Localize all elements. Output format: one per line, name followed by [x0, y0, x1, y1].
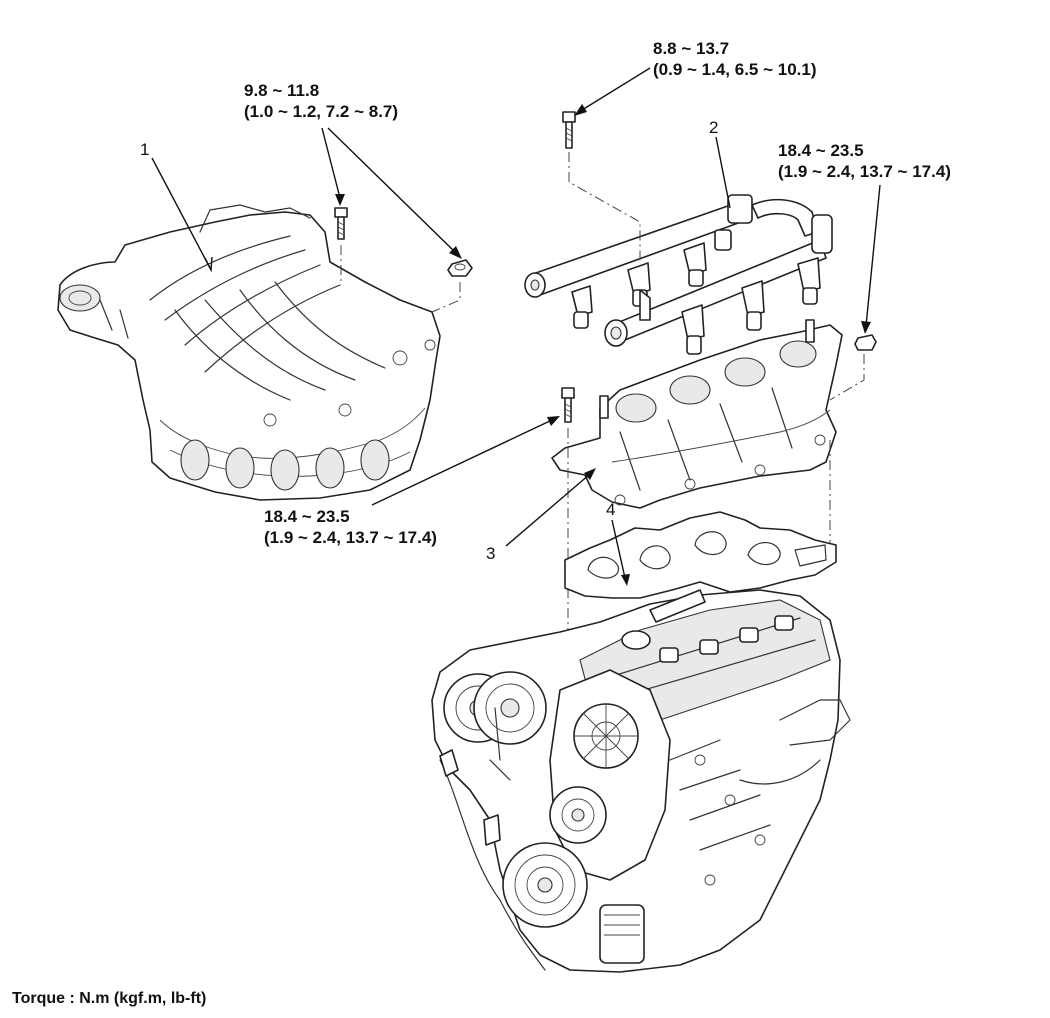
lower-intake-manifold: [551, 319, 843, 509]
torque-manifold-bolt-alt: (1.0 ~ 1.2, 7.2 ~ 8.7): [244, 102, 399, 121]
fuel-rail-assembly: [524, 194, 833, 355]
rail-nut: [854, 334, 877, 351]
torque-stay-bolt-alt: (1.9 ~ 2.4, 13.7 ~ 17.4): [264, 528, 437, 547]
torque-rail-nut: 18.4 ~ 23.5 (1.9 ~ 2.4, 13.7 ~ 17.4): [778, 140, 951, 182]
part-number-2: 2: [709, 118, 719, 137]
torque-rail-nut-nm: 18.4 ~ 23.5: [778, 141, 864, 160]
torque-manifold-bolt-nm: 9.8 ~ 11.8: [244, 81, 320, 100]
stay-bolt: [561, 387, 575, 423]
part-number-4: 4: [606, 500, 616, 519]
torque-stay-bolt: 18.4 ~ 23.5 (1.9 ~ 2.4, 13.7 ~ 17.4): [264, 506, 437, 548]
torque-unit-note: Torque : N.m (kgf.m, lb-ft): [12, 990, 207, 1007]
manifold-nut: [447, 259, 473, 277]
manifold-gasket: [564, 511, 837, 599]
torque-rail-bolt: 8.8 ~ 13.7 (0.9 ~ 1.4, 6.5 ~ 10.1): [653, 38, 817, 80]
engine-assembly: [431, 589, 851, 973]
torque-rail-bolt-nm: 8.8 ~ 13.7: [653, 39, 730, 58]
leader-lines: [151, 67, 881, 586]
manifold-bolt: [334, 207, 348, 240]
torque-rail-nut-alt: (1.9 ~ 2.4, 13.7 ~ 17.4): [778, 162, 951, 181]
rail-bolt: [562, 111, 576, 149]
torque-rail-bolt-alt: (0.9 ~ 1.4, 6.5 ~ 10.1): [653, 60, 817, 79]
torque-stay-bolt-nm: 18.4 ~ 23.5: [264, 507, 350, 526]
torque-manifold-bolt: 9.8 ~ 11.8 (1.0 ~ 1.2, 7.2 ~ 8.7): [244, 80, 398, 122]
part-number-1: 1: [140, 140, 150, 159]
part-number-3: 3: [486, 544, 496, 563]
intake-manifold: [57, 204, 441, 501]
